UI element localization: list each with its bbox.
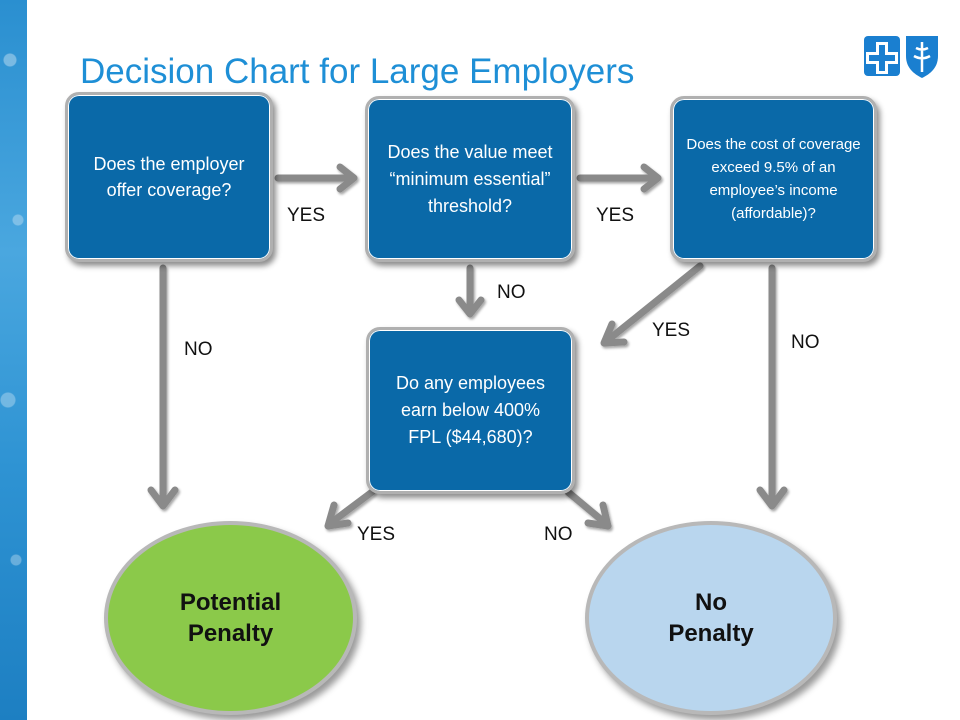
node-minimum-value: Does the value meet “minimum essential” … [365, 96, 575, 262]
node-affordable-label: Does the cost of coverage exceed 9.5% of… [686, 136, 861, 222]
arrow-earn-to-potential [324, 488, 376, 530]
arrow-value-to-cost [576, 163, 662, 193]
arrow-cost-to-nopenalty [756, 264, 788, 510]
label-cost-yes: YES [652, 320, 691, 341]
node-minimum-value-label: Does the value meet “minimum essential” … [387, 141, 553, 216]
outcome-none-line2: Penalty [668, 620, 754, 647]
decorative-sidebar [0, 0, 27, 720]
label-offer-no: NO [184, 339, 213, 360]
arrow-cost-to-earn [600, 262, 704, 347]
shield-logo [906, 36, 938, 78]
node-fpl-earnings-label: Do any employees earn below 400% FPL ($4… [395, 373, 546, 447]
label-earn-yes: YES [357, 524, 396, 545]
node-fpl-earnings: Do any employees earn below 400% FPL ($4… [366, 327, 575, 494]
node-offer-coverage-label: Does the employer offer coverage? [93, 154, 245, 200]
cross-logo [864, 36, 900, 76]
outcome-potential-line1: Potential [179, 589, 282, 616]
outcome-none-line1: No [695, 589, 727, 616]
outcome-no-penalty: No Penalty [585, 521, 837, 715]
node-affordable: Does the cost of coverage exceed 9.5% of… [670, 96, 877, 262]
brand-logos [864, 36, 938, 78]
arrow-offer-to-potential [147, 264, 179, 510]
outcome-potential-line2: Penalty [187, 620, 274, 647]
label-cost-no: NO [791, 332, 820, 353]
arrow-value-to-earn [455, 264, 485, 318]
arrow-offer-to-value [274, 163, 358, 193]
label-value-yes: YES [596, 205, 635, 226]
arrow-earn-to-nopenalty [564, 488, 612, 530]
label-offer-yes: YES [287, 205, 326, 226]
outcome-potential-penalty: Potential Penalty [104, 521, 357, 715]
label-earn-no: NO [544, 524, 573, 545]
page-title: Decision Chart for Large Employers [80, 52, 635, 91]
label-value-no: NO [497, 282, 526, 303]
node-offer-coverage: Does the employer offer coverage? [65, 92, 273, 262]
